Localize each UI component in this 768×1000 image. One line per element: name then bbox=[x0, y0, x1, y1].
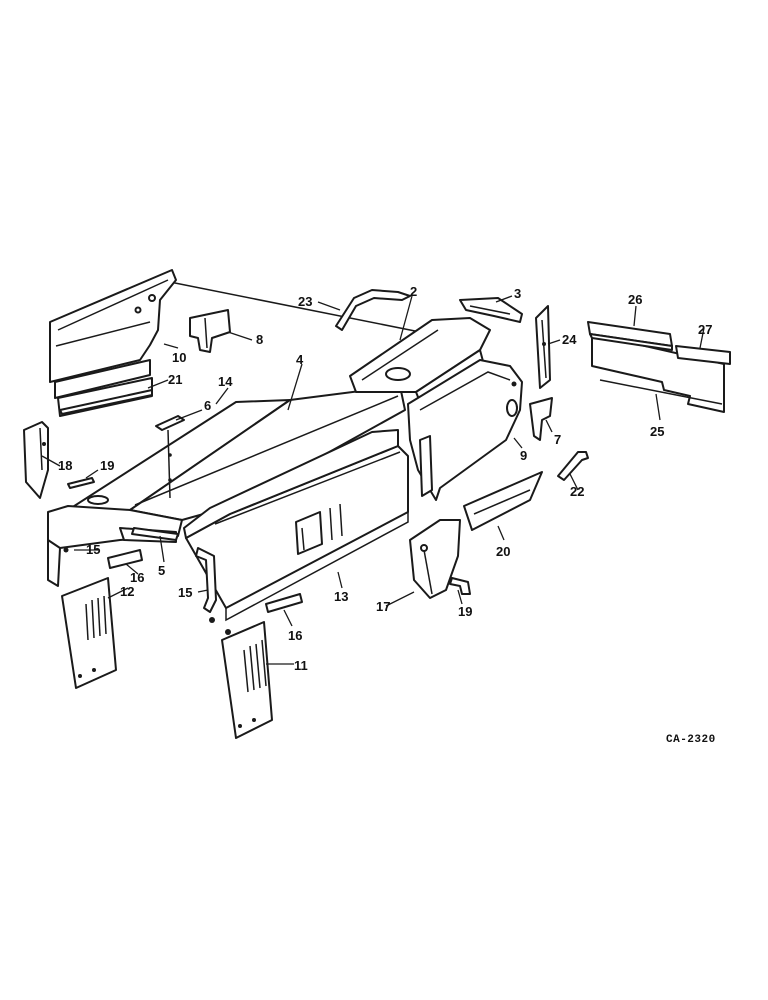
callout-22: 22 bbox=[570, 484, 584, 499]
part-3-shield bbox=[459, 297, 523, 323]
part-15-hook bbox=[195, 547, 217, 623]
callout-6: 6 bbox=[204, 398, 211, 413]
part-8-bracket bbox=[189, 309, 231, 353]
callout-17: 17 bbox=[376, 599, 390, 614]
callout-13: 13 bbox=[334, 589, 348, 604]
part-16-strip-right bbox=[265, 593, 303, 613]
drawing-code: CA-2320 bbox=[666, 734, 716, 746]
callout-5: 5 bbox=[158, 563, 165, 578]
part-21-strip bbox=[57, 377, 153, 417]
part-18-bracket bbox=[23, 421, 49, 499]
callout-15-right: 15 bbox=[178, 585, 192, 600]
callout-16-right: 16 bbox=[288, 628, 302, 643]
part-19-rod-right bbox=[449, 577, 471, 595]
part-20-plate bbox=[463, 471, 543, 531]
part-13-side-panel bbox=[183, 429, 409, 622]
tie-line bbox=[169, 281, 421, 333]
part-17-bracket bbox=[409, 519, 461, 599]
callout-26: 26 bbox=[628, 292, 642, 307]
callout-19-left: 19 bbox=[100, 458, 114, 473]
part-19-rod-left bbox=[67, 477, 95, 489]
part-6-piece bbox=[155, 415, 185, 499]
part-16-strip-left bbox=[107, 549, 143, 569]
leader-lines bbox=[41, 295, 705, 665]
part-23-handle bbox=[335, 289, 411, 331]
callout-2: 2 bbox=[410, 284, 417, 299]
part-7-bracket bbox=[529, 397, 553, 441]
callout-14: 14 bbox=[218, 374, 233, 389]
part-22-rod bbox=[557, 451, 589, 481]
callout-23: 23 bbox=[298, 294, 312, 309]
callout-10: 10 bbox=[172, 350, 186, 365]
callout-7: 7 bbox=[554, 432, 561, 447]
part-5-rod bbox=[131, 527, 179, 541]
callout-12: 12 bbox=[120, 584, 134, 599]
part-24-strap bbox=[535, 305, 551, 389]
part-12-grille-panel bbox=[61, 577, 117, 689]
callout-27: 27 bbox=[698, 322, 712, 337]
callout-18: 18 bbox=[58, 458, 72, 473]
part-11-grille-panel bbox=[221, 621, 273, 739]
callout-16-left: 16 bbox=[130, 570, 144, 585]
callout-11: 11 bbox=[294, 658, 308, 673]
callout-25: 25 bbox=[650, 424, 664, 439]
part-14-top-plate bbox=[67, 385, 406, 521]
part-left-side-panel bbox=[49, 269, 177, 399]
callout-21: 21 bbox=[168, 372, 182, 387]
callout-19-right: 19 bbox=[458, 604, 472, 619]
callout-20: 20 bbox=[496, 544, 510, 559]
callout-4: 4 bbox=[296, 352, 304, 367]
callout-24: 24 bbox=[562, 332, 577, 347]
callouts: 2 3 4 5 6 7 8 9 10 11 12 13 14 15 15 16 … bbox=[58, 284, 716, 746]
part-25-rear-panel bbox=[587, 321, 731, 413]
callout-9: 9 bbox=[520, 448, 527, 463]
callout-8: 8 bbox=[256, 332, 263, 347]
part-9-fender bbox=[407, 359, 523, 501]
callout-3: 3 bbox=[514, 286, 521, 301]
callout-15-left: 15 bbox=[86, 542, 100, 557]
